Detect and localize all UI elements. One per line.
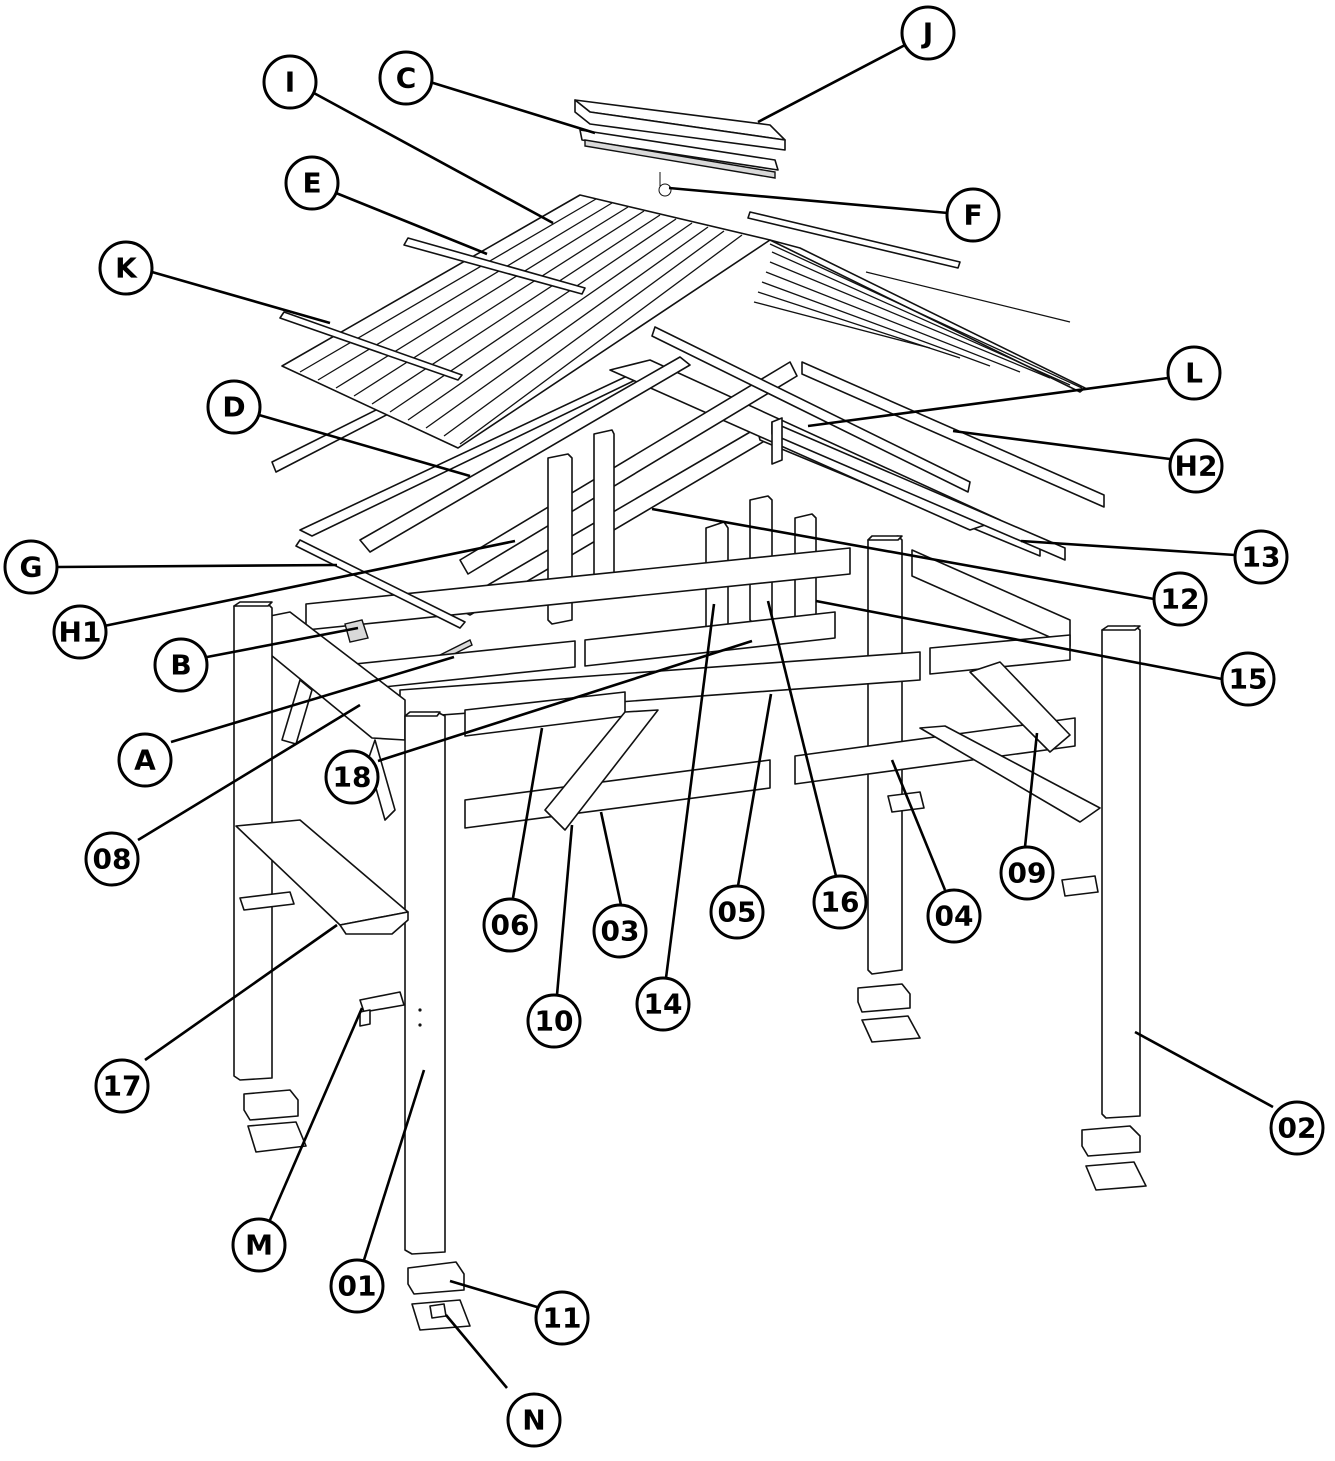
callout-J: J [900,5,956,61]
svg-text:06: 06 [491,909,530,942]
svg-text:M: M [245,1229,273,1262]
svg-text:05: 05 [718,896,757,929]
post-base-right [1081,1125,1147,1191]
svg-text:18: 18 [333,761,372,794]
callout-bubbles: J C I F E K L D H2 13 G 12 H1 15 B A 18 … [3,5,1325,1448]
callout-02: 02 [1269,1100,1325,1156]
svg-text:E: E [302,167,321,200]
callout-A: A [117,732,173,788]
callout-05: 05 [709,884,765,940]
purlin-K [279,311,463,381]
svg-text:03: 03 [601,915,640,948]
svg-text:02: 02 [1278,1112,1317,1145]
callout-B: B [153,637,209,693]
svg-text:12: 12 [1161,583,1200,616]
svg-text:G: G [20,551,43,584]
base-plate-N [411,1299,471,1331]
svg-text:09: 09 [1008,857,1047,890]
svg-text:N: N [522,1404,545,1437]
svg-text:01: 01 [338,1270,377,1303]
post-base-center [857,983,921,1043]
svg-text:I: I [285,66,295,99]
post-01 [404,711,446,1255]
svg-text:17: 17 [103,1070,142,1103]
svg-text:H1: H1 [59,616,102,649]
callout-H2: H2 [1168,438,1224,494]
callout-08: 08 [84,831,140,887]
svg-text:B: B [170,649,191,682]
bench-17 [235,819,409,935]
bracket-right [1061,875,1099,897]
svg-text:H2: H2 [1175,450,1218,483]
bracket-small-left [239,891,295,911]
bracket-G [295,539,466,629]
svg-text:F: F [963,199,982,232]
post-02 [1101,625,1141,1119]
svg-text:D: D [222,391,245,424]
svg-text:L: L [1185,357,1203,390]
post-base-11 [407,1261,465,1295]
svg-text:10: 10 [535,1005,574,1038]
callout-01: 01 [329,1258,385,1314]
callout-G: G [3,539,59,595]
purlin-side [747,211,961,269]
svg-text:16: 16 [821,886,860,919]
front-beam-05 [399,634,1071,719]
callout-11: 11 [534,1290,590,1346]
bracket-center [887,791,925,813]
callout-K: K [98,240,154,296]
callout-C: C [378,50,434,106]
svg-text:K: K [115,252,138,285]
callout-M: M [231,1217,287,1273]
svg-text:A: A [134,744,156,777]
bench-plate [919,725,1101,823]
callout-12: 12 [1152,571,1208,627]
clip-F [658,172,672,197]
knee-brace-09 [969,661,1071,753]
callout-06: 06 [482,897,538,953]
svg-text:11: 11 [543,1302,582,1335]
svg-text:08: 08 [93,843,132,876]
bracket-M [359,991,405,1027]
callout-15: 15 [1220,651,1276,707]
callout-E: E [284,155,340,211]
roof-panel-I [281,194,1086,449]
callout-D: D [206,379,262,435]
svg-text:04: 04 [935,900,974,933]
callout-I: I [262,54,318,110]
ridge-bracket-C [579,129,779,179]
callout-18: 18 [324,749,380,805]
callout-H1: H1 [52,604,108,660]
rafters [271,326,1105,575]
knee-brace-10 [544,709,659,831]
callout-16: 16 [812,874,868,930]
rear-top-beams [305,547,1071,647]
callout-14: 14 [635,976,691,1032]
callout-L: L [1166,345,1222,401]
knee-brace-left [281,679,396,821]
bracket-B [344,619,369,643]
callout-04: 04 [926,888,982,944]
svg-text:15: 15 [1229,663,1268,696]
beam-04 [794,717,1076,785]
callout-17: 17 [94,1058,150,1114]
callout-13: 13 [1233,529,1289,585]
leader-lines [56,43,1274,1389]
callout-N: N [506,1392,562,1448]
callout-03: 03 [592,903,648,959]
callout-F: F [945,187,1001,243]
beam-03 [464,759,771,829]
svg-text:C: C [396,62,417,95]
svg-text:14: 14 [644,988,683,1021]
callout-10: 10 [526,993,582,1049]
callout-09: 09 [999,845,1055,901]
svg-text:J: J [921,17,933,50]
svg-text:13: 13 [1242,541,1281,574]
purlin-E [403,237,586,295]
ridge-cap-J [574,99,786,151]
post-base-left [243,1089,307,1153]
